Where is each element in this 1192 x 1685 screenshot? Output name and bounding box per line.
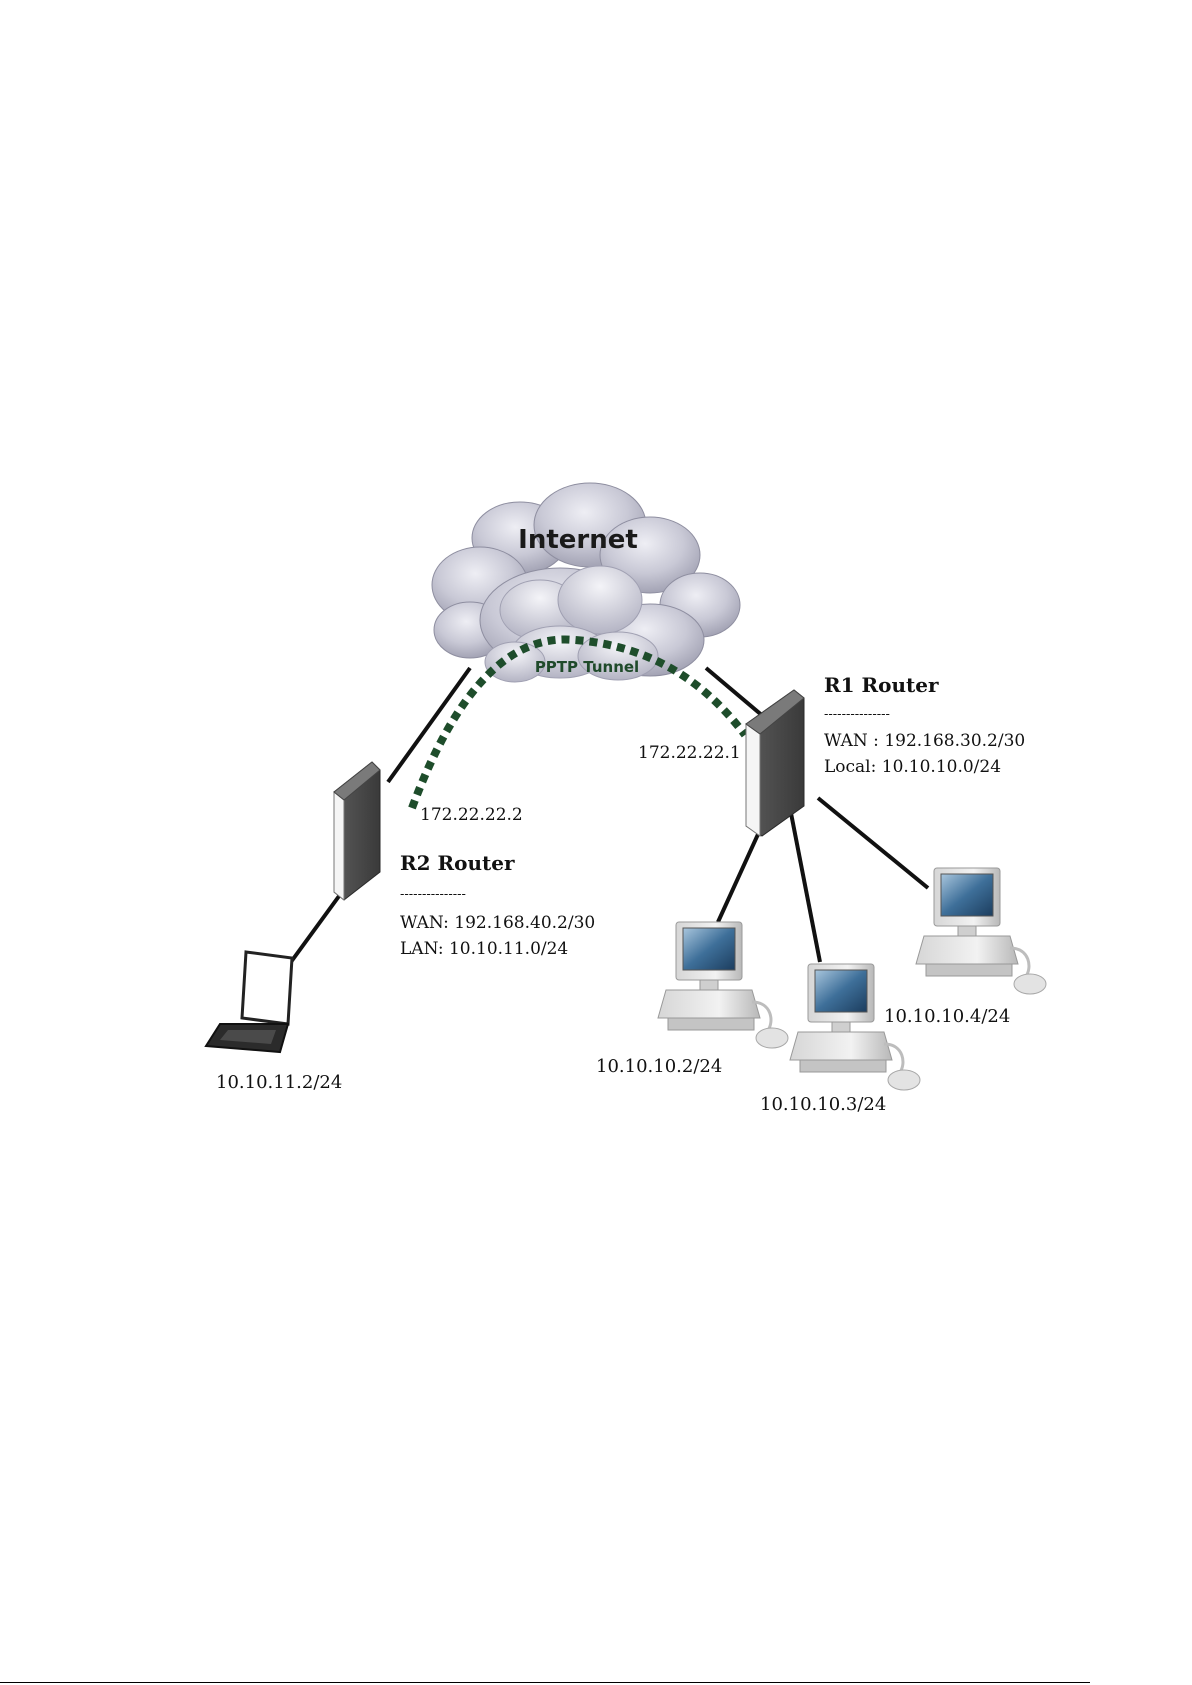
internet-cloud: Internet — [432, 483, 740, 682]
pc3-icon — [916, 868, 1046, 994]
internet-label: Internet — [518, 525, 638, 555]
r2-divider: --------------- — [400, 887, 466, 902]
pc1-icon — [658, 922, 788, 1048]
page-bottom-rule — [0, 1682, 1090, 1683]
pc1-ip: 10.10.10.2/24 — [596, 1056, 722, 1077]
pc3-ip: 10.10.10.4/24 — [884, 1006, 1010, 1027]
link-r1-pc3 — [818, 798, 928, 888]
laptop-icon — [206, 952, 292, 1052]
r1-local: Local: 10.10.10.0/24 — [824, 757, 1001, 777]
r2-router-title: R2 Router — [400, 851, 515, 875]
pc2-icon — [790, 964, 920, 1090]
r1-router-title: R1 Router — [824, 673, 939, 697]
pc2-ip: 10.10.10.3/24 — [760, 1094, 886, 1115]
laptop-ip: 10.10.11.2/24 — [216, 1072, 342, 1093]
r1-tunnel-ip: 172.22.22.1 — [638, 743, 741, 763]
r2-tunnel-ip: 172.22.22.2 — [420, 805, 523, 825]
link-r1-pc2 — [790, 808, 820, 962]
link-r2-laptop — [288, 892, 342, 966]
r2-router-icon — [334, 762, 380, 900]
r2-wan: WAN: 192.168.40.2/30 — [400, 913, 595, 933]
r1-divider: --------------- — [824, 707, 890, 722]
r1-wan: WAN : 192.168.30.2/30 — [824, 731, 1025, 751]
r2-lan: LAN: 10.10.11.0/24 — [400, 939, 568, 959]
r1-router-icon — [746, 690, 804, 836]
pptp-tunnel-label: PPTP Tunnel — [535, 658, 639, 676]
